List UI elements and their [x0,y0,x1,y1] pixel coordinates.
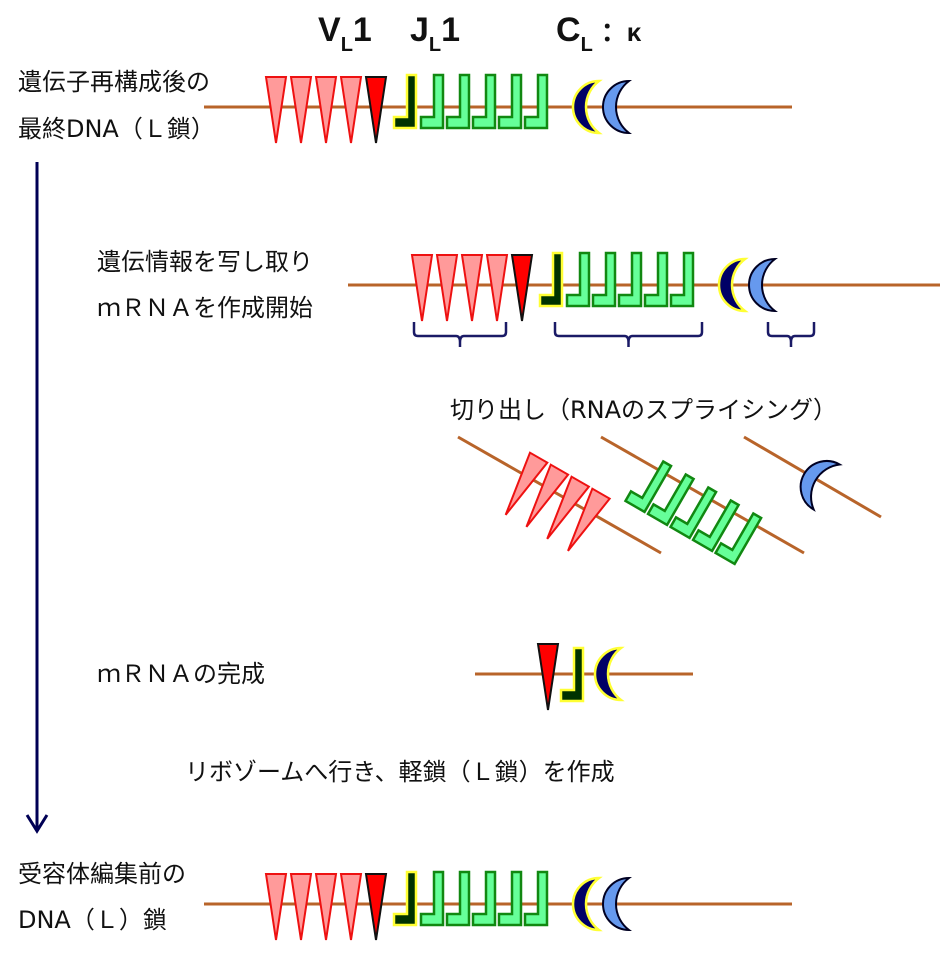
mature-mrna-strand [475,643,693,711]
j-segment-selected [392,73,418,130]
mrna-j-segment [559,646,585,703]
v-segment-header: VL1 [318,10,372,65]
j-segment-unused [419,73,445,130]
v-num-label: 1 [352,11,372,49]
v-segment-unused [460,254,484,322]
brace-c-segments [766,322,816,347]
v-segment-unused [410,254,434,322]
brace-j-segments [553,322,704,347]
v-segment-unused [289,873,313,941]
v-segment-unused [289,76,313,144]
v-segment-unused [435,254,459,322]
spliced-v-group [504,451,612,552]
step-ribosome: リボゾームへ行き、軽鎖（Ｌ鎖）を作成 [185,758,615,786]
kappa-label: ：κ [600,17,642,47]
spliced-v-segment [525,463,570,528]
mrna-v-segment [536,643,560,711]
j-segment-unused [591,251,617,308]
v-segment-unused [264,76,288,144]
v-segment-unused [314,873,338,941]
final-dna-strand [204,73,792,144]
j-segment-unused [471,870,497,927]
spliced-j-segment [646,472,696,527]
j-segment-unused [565,251,591,308]
step-pre-edit-dna-line2: DNA（Ｌ）鎖 [18,906,167,934]
v-segment-unused [339,873,363,941]
spliced-j-strand [600,435,805,555]
spliced-j-group [623,459,763,566]
c-segment-unused [602,876,633,932]
j-segment-unused [523,73,549,130]
step-transcription-line1: 遺伝情報を写し取り [97,248,313,276]
c-label: C [556,11,581,49]
brace-v-segments [412,322,508,347]
v-segment-unused [339,76,363,144]
arrow-head [25,814,49,834]
v-sub-label: L [340,34,353,56]
spliced-j-segment [691,498,741,553]
spliced-v-strand [457,435,662,555]
step-transcription-line2: ｍＲＮＡを作成開始 [97,294,313,322]
mrna-c-segment [593,646,625,702]
j-num-label: 1 [441,11,461,49]
spliced-j-segment [713,511,763,566]
transcription-strand [348,251,940,322]
v-segment-unused [485,254,509,322]
j-segment-selected [392,870,418,927]
step-final-dna-line1: 遺伝子再構成後の [18,68,210,96]
step-mrna-complete: ｍＲＮＡの完成 [97,660,265,688]
j-segment-unused [523,870,549,927]
v-segment-selected [364,873,388,941]
c-segment-unused [748,257,779,313]
j-segment-unused [419,870,445,927]
j-segment-unused [471,73,497,130]
v-segment-selected [510,254,534,322]
j-segment-unused [617,251,643,308]
step-final-dna-line2: 最終DNA（Ｌ鎖） [18,115,215,143]
j-segment-unused [643,251,669,308]
j-segment-unused [497,870,523,927]
step-pre-edit-dna-line1: 受容体編集前の [18,860,186,888]
spliced-j-segment [623,459,673,514]
v-segment-unused [314,76,338,144]
process-arrow [25,162,49,834]
j-sub-label: L [428,34,442,56]
spliced-v-segment [567,487,612,552]
step-splicing: 切り出し（RNAのスプライシング） [450,396,838,424]
spliced-c-segment [799,460,843,512]
j-segment-selected [538,251,564,308]
j-segment-unused [445,73,471,130]
v-segment-selected [364,76,388,144]
j-segment-unused [497,73,523,130]
c-sub-label: L [580,34,593,56]
spliced-fragments [457,435,882,566]
c-segment-header: CL ：κ [556,10,641,65]
v-label: V [318,11,341,49]
spliced-v-segment [546,475,591,540]
spliced-j-segment [668,485,718,540]
c-segment-unused [602,79,633,135]
v-segment-unused [264,873,288,941]
c-segment-selected [571,79,603,135]
c-segment-selected [717,257,749,313]
pre-edit-dna-strand [204,870,792,941]
spliced-c-group [799,460,843,512]
j-segment-header: JL1 [410,10,460,65]
j-segment-unused [445,870,471,927]
spliced-v-segment [504,451,549,516]
j-segment-unused [669,251,695,308]
splice-braces [412,322,816,347]
c-segment-selected [571,876,603,932]
j-label: J [410,11,429,49]
